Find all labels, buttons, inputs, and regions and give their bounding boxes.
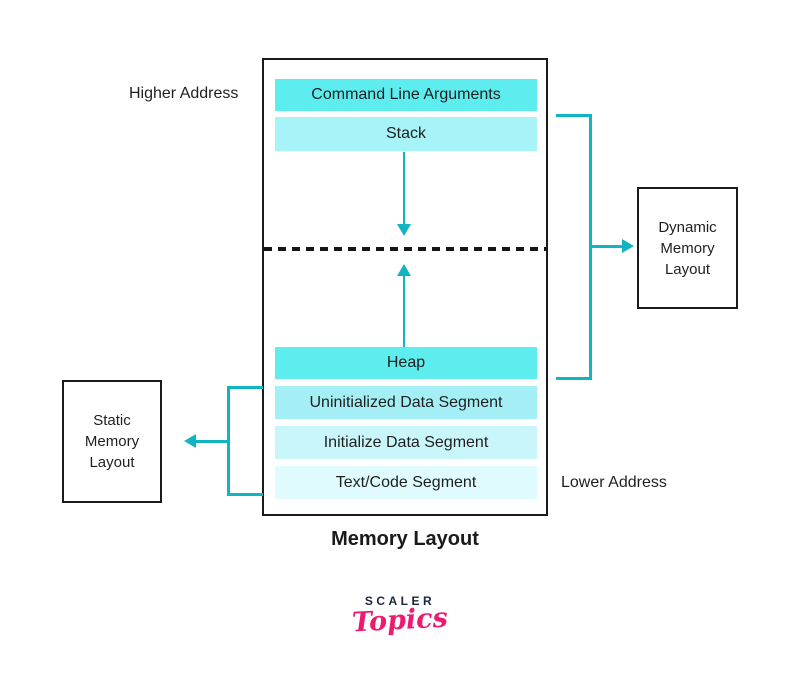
scaler-topics-logo: SCALER Topics <box>0 594 800 639</box>
heap-growth-arrow-line <box>403 276 405 347</box>
arrow-right-icon <box>622 239 634 253</box>
dynamic-box-line: Layout <box>664 260 711 278</box>
static-memory-layout-box: Static Memory Layout <box>62 380 162 503</box>
arrow-up-icon <box>397 264 411 276</box>
higher-address-label: Higher Address <box>129 85 239 102</box>
segment-heap: Heap <box>275 347 537 379</box>
static-bracket-bottom <box>227 493 263 496</box>
arrow-down-icon <box>397 224 411 236</box>
static-box-line: Layout <box>89 454 135 471</box>
lower-address-label: Lower Address <box>561 474 667 491</box>
diagram-title: Memory Layout <box>331 528 479 550</box>
dynamic-bracket-vertical <box>589 114 592 380</box>
static-arrow-line <box>196 440 227 443</box>
stack-growth-arrow-line <box>403 152 405 224</box>
dynamic-box-line: Dynamic <box>658 218 717 236</box>
dynamic-bracket-bottom <box>556 377 592 380</box>
free-memory-dashed-divider <box>264 247 546 251</box>
dynamic-box-line: Memory <box>660 239 715 257</box>
dynamic-memory-layout-box: Dynamic Memory Layout <box>637 187 738 309</box>
segment-initialize-data: Initialize Data Segment <box>275 426 537 459</box>
dynamic-arrow-line <box>592 245 622 248</box>
logo-wordmark-text: Topics <box>351 602 449 639</box>
memory-box: Command Line Arguments Stack Heap Uninit… <box>262 58 548 516</box>
segment-command-line-arguments: Command Line Arguments <box>275 79 537 111</box>
static-box-line: Static <box>93 412 131 429</box>
static-bracket-top <box>227 386 263 389</box>
static-bracket-vertical <box>227 386 230 496</box>
static-box-line: Memory <box>84 433 140 450</box>
arrow-left-icon <box>184 434 196 448</box>
segment-text-code: Text/Code Segment <box>275 466 537 499</box>
dynamic-bracket-top <box>556 114 592 117</box>
segment-uninitialized-data: Uninitialized Data Segment <box>275 386 537 419</box>
segment-stack: Stack <box>275 117 537 151</box>
logo-brand-text: SCALER <box>364 594 436 608</box>
